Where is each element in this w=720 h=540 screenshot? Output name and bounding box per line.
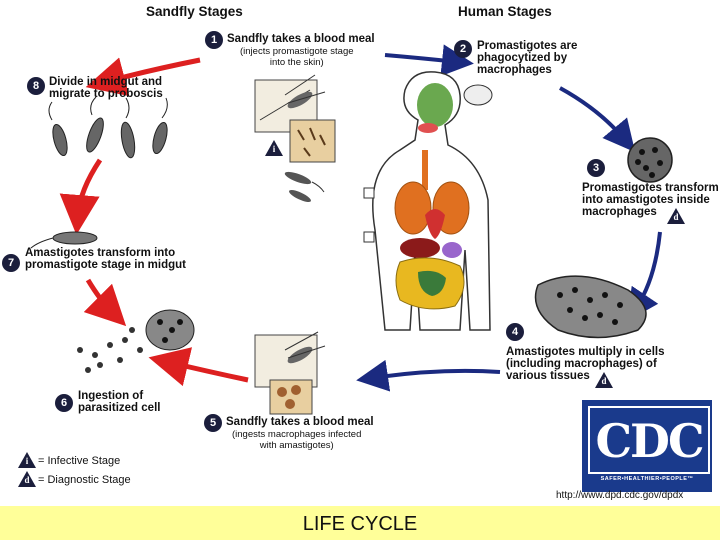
multiplying-amastigotes: [534, 275, 647, 339]
step-8-badge: 8: [27, 77, 45, 95]
legend-diagnostic-label: = Diagnostic Stage: [38, 474, 131, 486]
step-8-title: Divide in midgut and migrate to probosci…: [49, 76, 163, 100]
cdc-logo-frame: CDC: [588, 406, 710, 474]
parasitized-cells-ingested: [77, 309, 195, 373]
step-1-subtitle: (injects promastigote stage into the ski…: [240, 46, 354, 68]
legend-diagnostic-icon: d: [18, 471, 36, 487]
step-7-title: Amastigotes transform into promastigote …: [25, 247, 187, 271]
step-5-title: Sandfly takes a blood meal: [226, 416, 374, 428]
arrow-2-to-3: [559, 86, 636, 153]
step-5-badge: 5: [204, 414, 222, 432]
sandfly-feeding-illustration-bottom: [254, 331, 326, 415]
cdc-tagline: SAFER•HEALTHIER•PEOPLE™: [600, 476, 694, 482]
sandfly-feeding-illustration-top: [254, 74, 336, 163]
diagnostic-stage-marker-4: d: [595, 372, 613, 388]
step-4-badge: 4: [506, 323, 524, 341]
human-body-illustration: [363, 71, 491, 331]
arrow-3-to-4: [627, 231, 662, 322]
step-6-badge: 6: [55, 394, 73, 412]
step-6-title: Ingestion of parasitized cell: [78, 390, 161, 414]
source-url: http://www.dpd.cdc.gov/dpdx: [556, 490, 684, 501]
dividing-promastigotes: [48, 96, 168, 159]
footer-bar: LIFE CYCLE: [0, 506, 720, 540]
legend-infective-letter: i: [25, 456, 29, 466]
diagnostic-marker-letter-3: d: [673, 212, 679, 222]
step-7-badge: 7: [2, 254, 20, 272]
step-2-badge: 2: [454, 40, 472, 58]
footer-title: LIFE CYCLE: [302, 513, 418, 535]
arrow-5-to-6: [148, 347, 249, 387]
diagnostic-marker-letter-4: d: [601, 376, 607, 386]
legend-infective-label: = Infective Stage: [38, 455, 121, 467]
legend-infective-icon: i: [18, 452, 36, 468]
step-3-badge: 3: [587, 159, 605, 177]
infective-marker-letter: i: [272, 144, 276, 154]
infective-stage-marker: i: [265, 140, 283, 156]
legend-diagnostic-letter: d: [24, 475, 30, 485]
cdc-logo-text: CDC: [595, 414, 704, 468]
step-1-title: Sandfly takes a blood meal: [227, 33, 375, 45]
step-1-badge: 1: [205, 31, 223, 49]
step-4-title: Amastigotes multiply in cells (including…: [506, 346, 665, 382]
human-stages-header: Human Stages: [458, 4, 552, 19]
arrow-1-to-8: [85, 57, 201, 97]
step-3-title: Promastigotes transform into amastigotes…: [582, 182, 719, 218]
sandfly-stages-header: Sandfly Stages: [146, 4, 243, 19]
macrophage-with-promastigotes: [463, 84, 493, 106]
arrow-8-to-7: [59, 158, 103, 235]
arrow-1-to-2: [384, 44, 474, 77]
promastigotes-injected: [284, 171, 325, 202]
infected-macrophage: [627, 137, 673, 183]
arrow-4-to-5: [356, 359, 501, 392]
step-5-subtitle: (ingests macrophages infected with amast…: [232, 429, 362, 451]
diagnostic-stage-marker-3: d: [667, 208, 685, 224]
cdc-logo: CDC SAFER•HEALTHIER•PEOPLE™: [582, 400, 712, 492]
step-2-title: Promastigotes are phagocytized by macrop…: [477, 40, 578, 76]
transforming-amastigote: [30, 231, 98, 249]
arrow-7-to-6: [83, 278, 127, 327]
